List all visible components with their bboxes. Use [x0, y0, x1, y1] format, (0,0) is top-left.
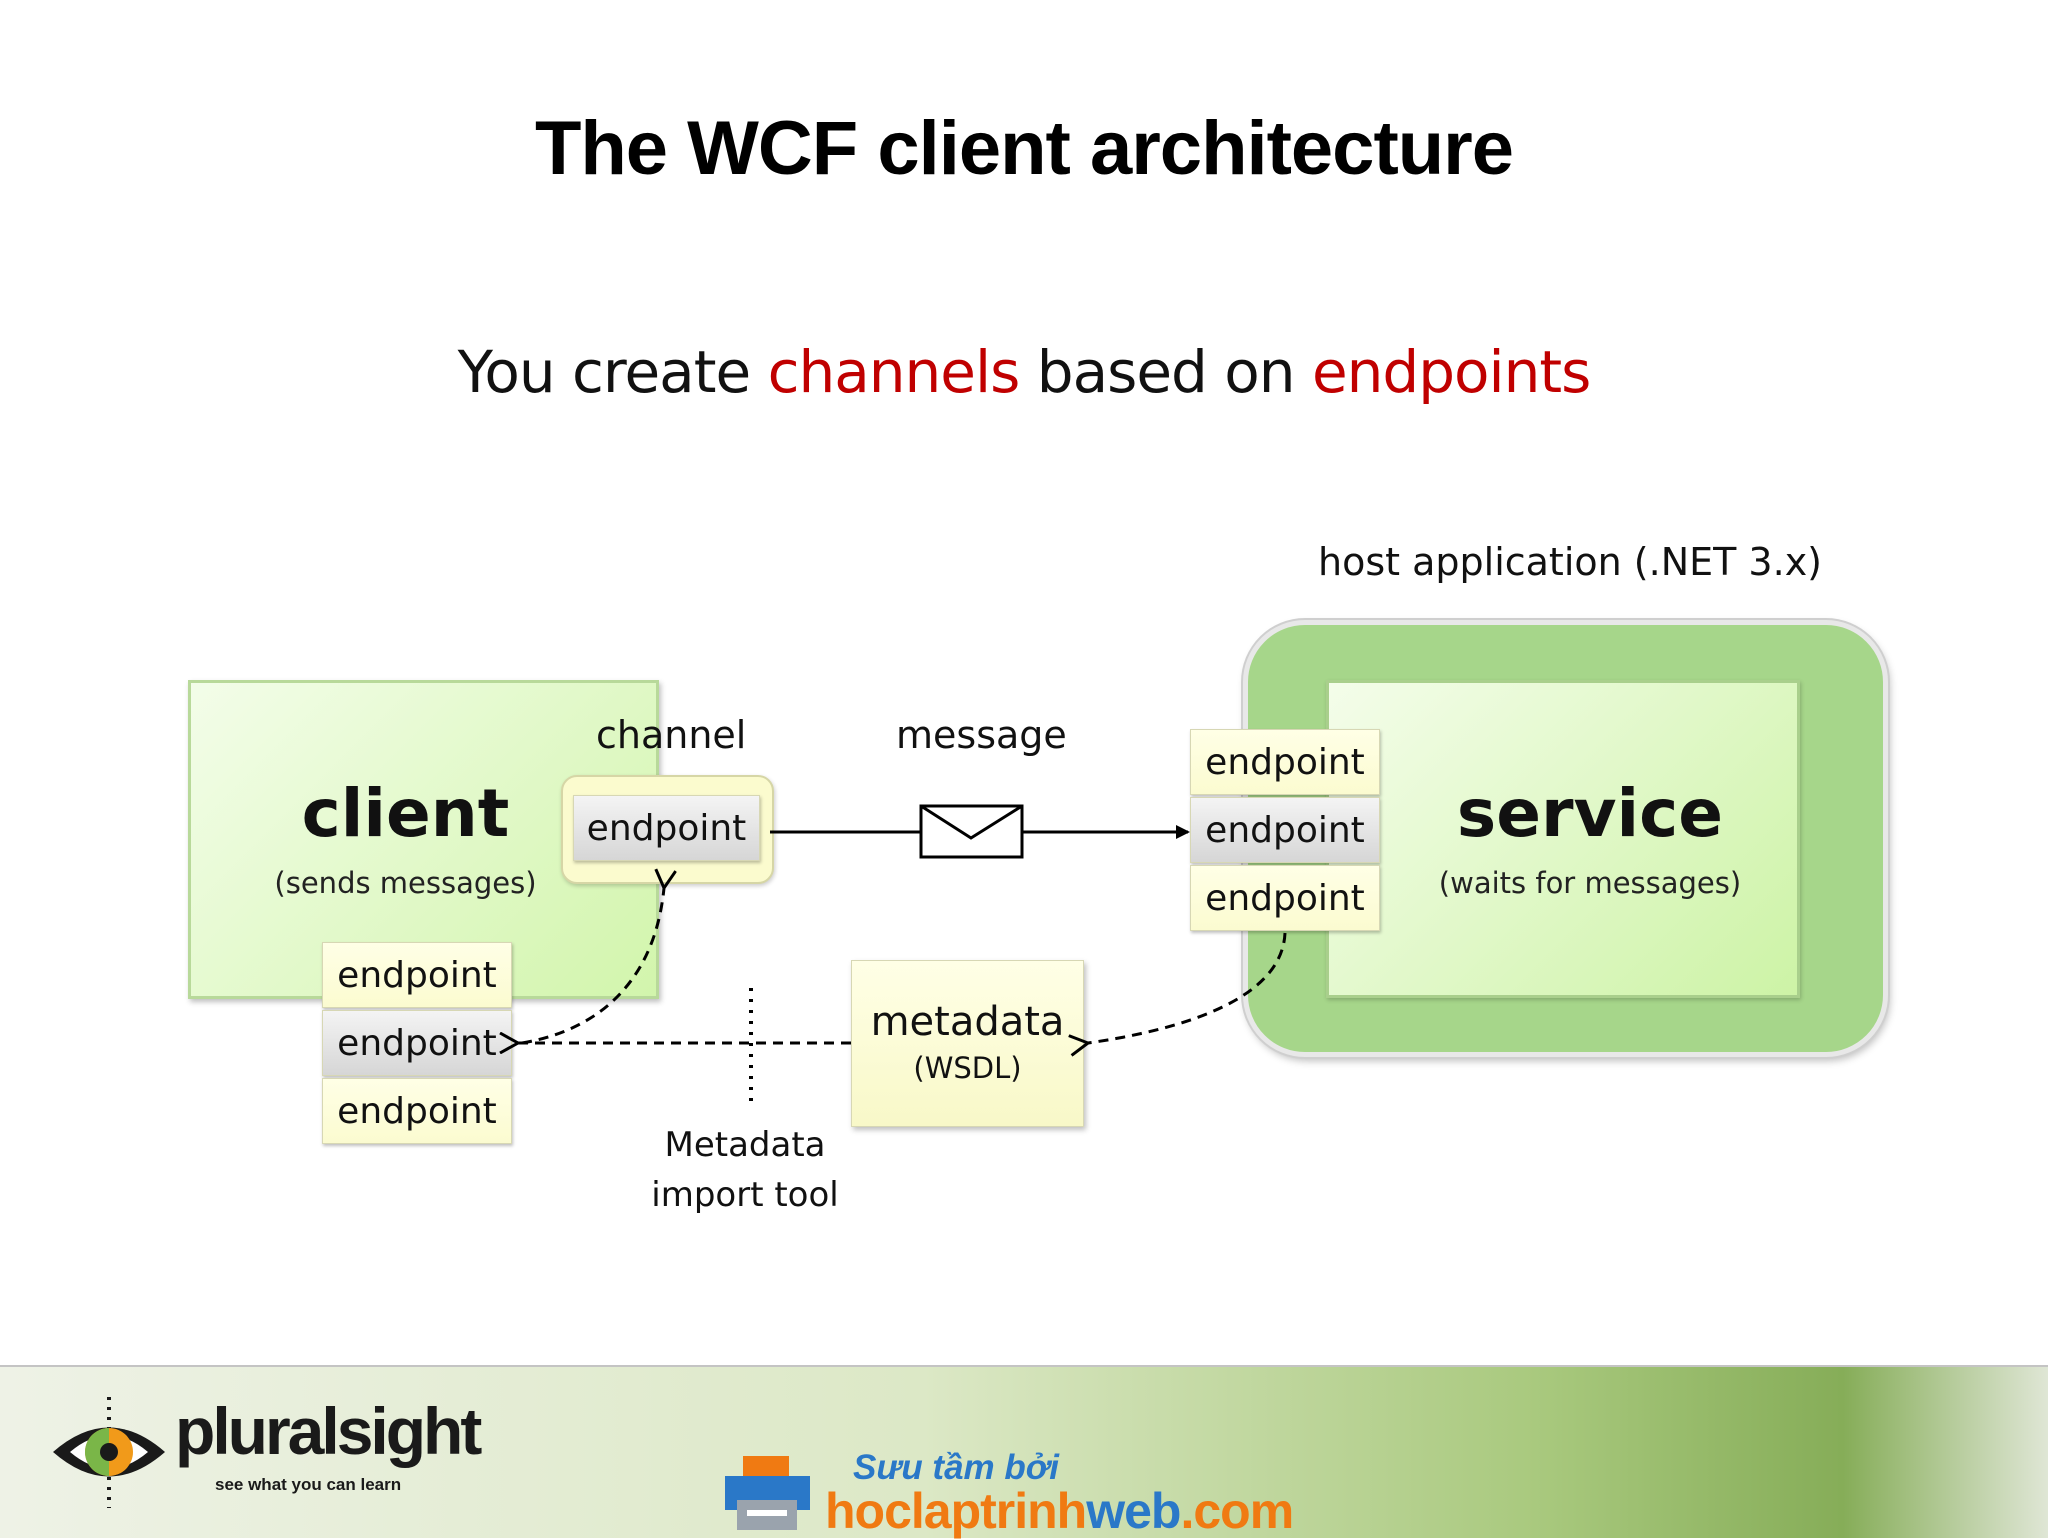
service-endpoint-2: endpoint [1190, 797, 1380, 863]
metadata-box: metadata (WSDL) [851, 960, 1084, 1127]
import-tool-line1: Metadata [664, 1125, 826, 1165]
footer-bar [0, 1365, 2048, 1538]
metadata-title: metadata [870, 999, 1065, 1045]
metadata-import-tool-label: Metadata import tool [620, 1120, 870, 1220]
credit-line1: Sưu tầm bởi [853, 1448, 1060, 1487]
printer-logo-icon [725, 1456, 810, 1530]
service-caption: (waits for messages) [1438, 866, 1742, 900]
service-endpoint-3: endpoint [1190, 865, 1380, 931]
import-tool-line2: import tool [651, 1175, 839, 1215]
service-endpoint-1: endpoint [1190, 729, 1380, 795]
slide-subtitle: You create channels based on endpoints [0, 338, 2048, 406]
pluralsight-tagline: see what you can learn [215, 1475, 402, 1494]
service-box [1326, 680, 1800, 998]
client-endpoint-1: endpoint [322, 942, 512, 1008]
slide-title: The WCF client architecture [534, 106, 1514, 191]
pluralsight-logo: pluralsight see what you can learn [50, 1394, 510, 1510]
credit-site-a: hoclaptrinh [825, 1483, 1087, 1539]
credit-site-c: .com [1180, 1483, 1294, 1539]
envelope-icon [919, 804, 1024, 859]
client-title: client [301, 775, 510, 852]
subtitle-part2: based on [1019, 338, 1312, 406]
client-caption: (sends messages) [274, 866, 537, 900]
message-label: message [896, 713, 1067, 757]
client-endpoint-3: endpoint [322, 1078, 512, 1144]
client-endpoint-2: endpoint [322, 1010, 512, 1076]
credit-site-b: web [1086, 1483, 1181, 1539]
channel-label: channel [596, 713, 747, 757]
pluralsight-brand: pluralsight [175, 1394, 482, 1468]
channel-creation-arrow [521, 888, 664, 1045]
subtitle-highlight-endpoints: endpoints [1311, 338, 1591, 406]
credit-site: hoclaptrinhweb.com [825, 1482, 1294, 1540]
pluralsight-eye-icon [53, 1397, 165, 1508]
subtitle-highlight-channels: channels [767, 338, 1021, 406]
metadata-caption: (WSDL) [913, 1051, 1022, 1085]
channel-endpoint: endpoint [573, 795, 760, 861]
credit-logo: Sưu tầm bởi hoclaptrinhweb.com [725, 1448, 1355, 1539]
metadata-export-arrow [1088, 932, 1287, 1043]
subtitle-part1: You create [457, 338, 768, 406]
host-application-label: host application (.NET 3.x) [1318, 540, 1823, 584]
service-title: service [1456, 775, 1724, 852]
